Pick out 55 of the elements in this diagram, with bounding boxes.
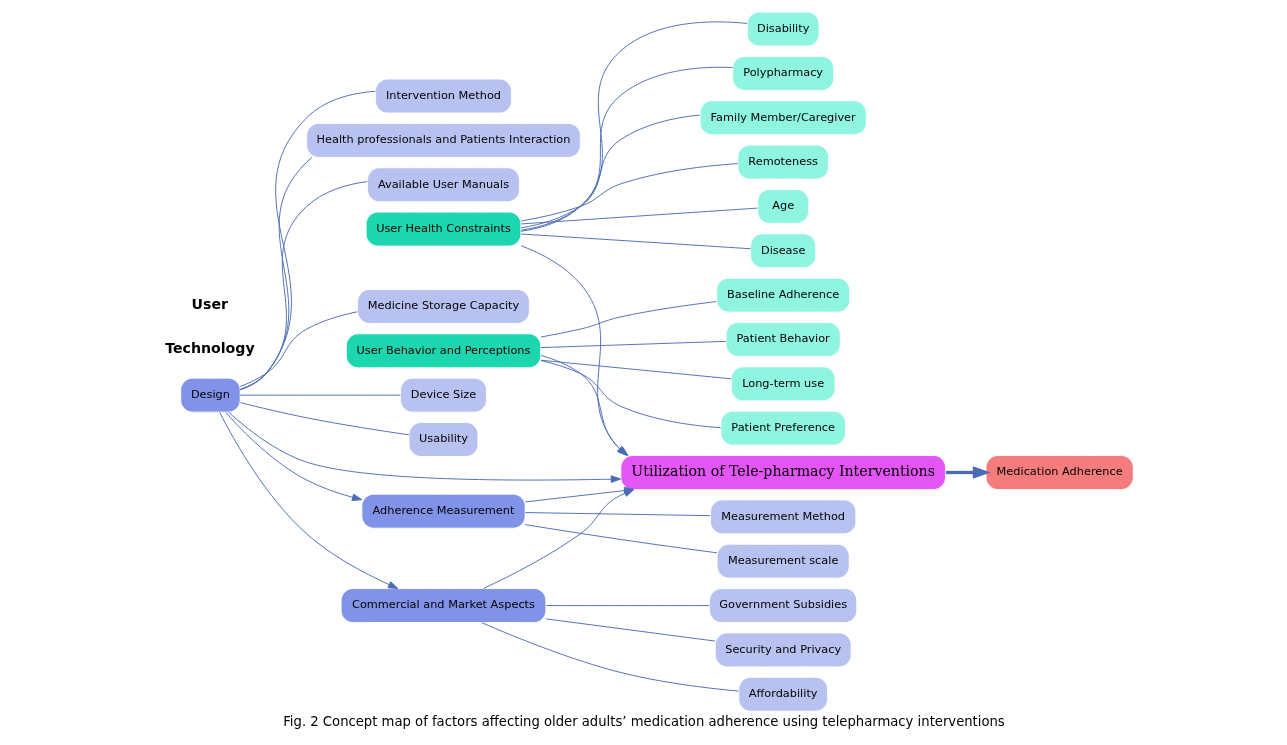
node-box: Measurement scale (716, 543, 850, 579)
connector (520, 66, 733, 231)
connector (545, 618, 716, 642)
node-box: Remoteness (736, 144, 829, 180)
node-box: Utilization of Tele-pharmacy Interventions (619, 455, 946, 490)
connector (539, 340, 726, 349)
node-box: Commercial and Market Aspects (340, 588, 546, 623)
node-box: Intervention Method (374, 78, 512, 114)
node-box: Medicine Storage Capacity (356, 289, 530, 324)
connector (520, 21, 748, 232)
node-box: Patient Behavior (725, 322, 841, 357)
arrow (227, 411, 621, 483)
label: Technology (164, 340, 255, 357)
node-box: Long-term use (730, 366, 836, 402)
node-box: Measurement Method (709, 499, 856, 535)
node-box: Patient Preference (719, 410, 846, 446)
connector (239, 311, 358, 387)
connector (480, 622, 739, 692)
connector (239, 181, 368, 390)
node-box: Design (179, 377, 241, 413)
connector (524, 524, 717, 554)
node-box: Adherence Measurement (360, 493, 526, 529)
connector (539, 301, 717, 338)
node-box: Available User Manuals (366, 167, 520, 203)
node-box: User Behavior and Perceptions (345, 333, 541, 369)
node-box: Usability (408, 422, 478, 457)
node-box: Device Size (399, 377, 487, 413)
node-box: Disease (749, 233, 816, 269)
arrow (224, 411, 362, 502)
connector (520, 207, 758, 225)
node-box: User Health Constraints (365, 211, 521, 247)
connector (520, 114, 700, 229)
connector (239, 402, 409, 436)
connector (540, 360, 721, 429)
connector (545, 605, 710, 606)
node-box: Age (756, 189, 809, 224)
node-box: Security and Privacy (714, 632, 852, 668)
node-box: Health professionals and Patients Interaction (305, 122, 581, 158)
node-box: Affordability (737, 676, 828, 712)
arrow (945, 466, 991, 479)
connector (520, 233, 751, 250)
connector (524, 512, 711, 517)
node-box: Medication Adherence (985, 455, 1134, 490)
label: User (191, 295, 228, 312)
node-box: Family Member/Caregiver (699, 100, 867, 136)
arrow (218, 412, 398, 589)
node-box: Government Subsidies (708, 588, 857, 623)
connector (239, 394, 401, 396)
arrow (482, 489, 634, 589)
caption: Fig. 2 Concept map of factors affecting older adults’ medication adherence using telepharmacy interventions (282, 713, 1005, 729)
connector (520, 163, 738, 222)
node-box: Disability (746, 11, 819, 47)
node-box: Baseline Adherence (715, 277, 850, 313)
node-box: Polypharmacy (731, 55, 834, 91)
connector (239, 90, 376, 391)
